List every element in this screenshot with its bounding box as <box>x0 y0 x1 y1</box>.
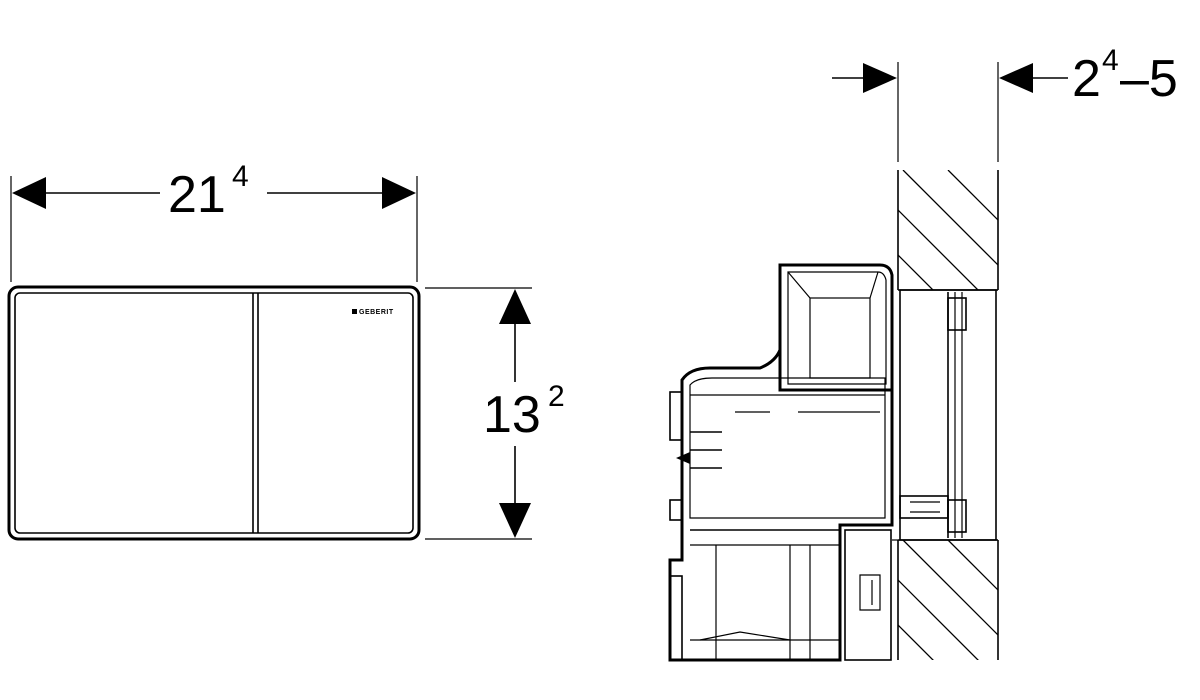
mounting-frame <box>899 289 997 541</box>
width-value-sup: 4 <box>232 160 249 193</box>
depth-value: 2 <box>1072 50 1101 108</box>
depth-value-suffix: –5 <box>1120 50 1178 108</box>
plate-outer-frame <box>7 285 421 541</box>
hatch-icon <box>898 540 998 660</box>
wall-section-lower <box>897 539 999 660</box>
side-view: 2 4 –5 <box>668 44 1178 662</box>
brand-logo-square-icon <box>352 309 357 314</box>
height-value: 13 <box>483 386 541 444</box>
front-view: GEBERIT 21 4 13 2 <box>7 160 565 541</box>
brand-logo-text: GEBERIT <box>359 309 394 316</box>
width-dimension: 21 4 <box>10 160 418 282</box>
arrow-right-icon <box>863 63 897 93</box>
arrow-right-icon <box>382 177 416 209</box>
plate-inner-frame <box>14 292 414 534</box>
height-value-sup: 2 <box>548 380 565 413</box>
arrow-left-icon <box>12 177 46 209</box>
arrow-down-icon <box>499 503 531 538</box>
depth-value-sup: 4 <box>1102 44 1119 77</box>
width-value: 21 <box>168 166 226 224</box>
actuator-housing <box>668 263 898 662</box>
arrow-left-icon <box>999 63 1033 93</box>
height-dimension: 13 2 <box>425 287 565 540</box>
hatch-icon <box>898 170 998 290</box>
depth-dimension: 2 4 –5 <box>832 44 1178 162</box>
arrow-up-icon <box>499 289 531 324</box>
brand-logo: GEBERIT <box>352 309 394 316</box>
